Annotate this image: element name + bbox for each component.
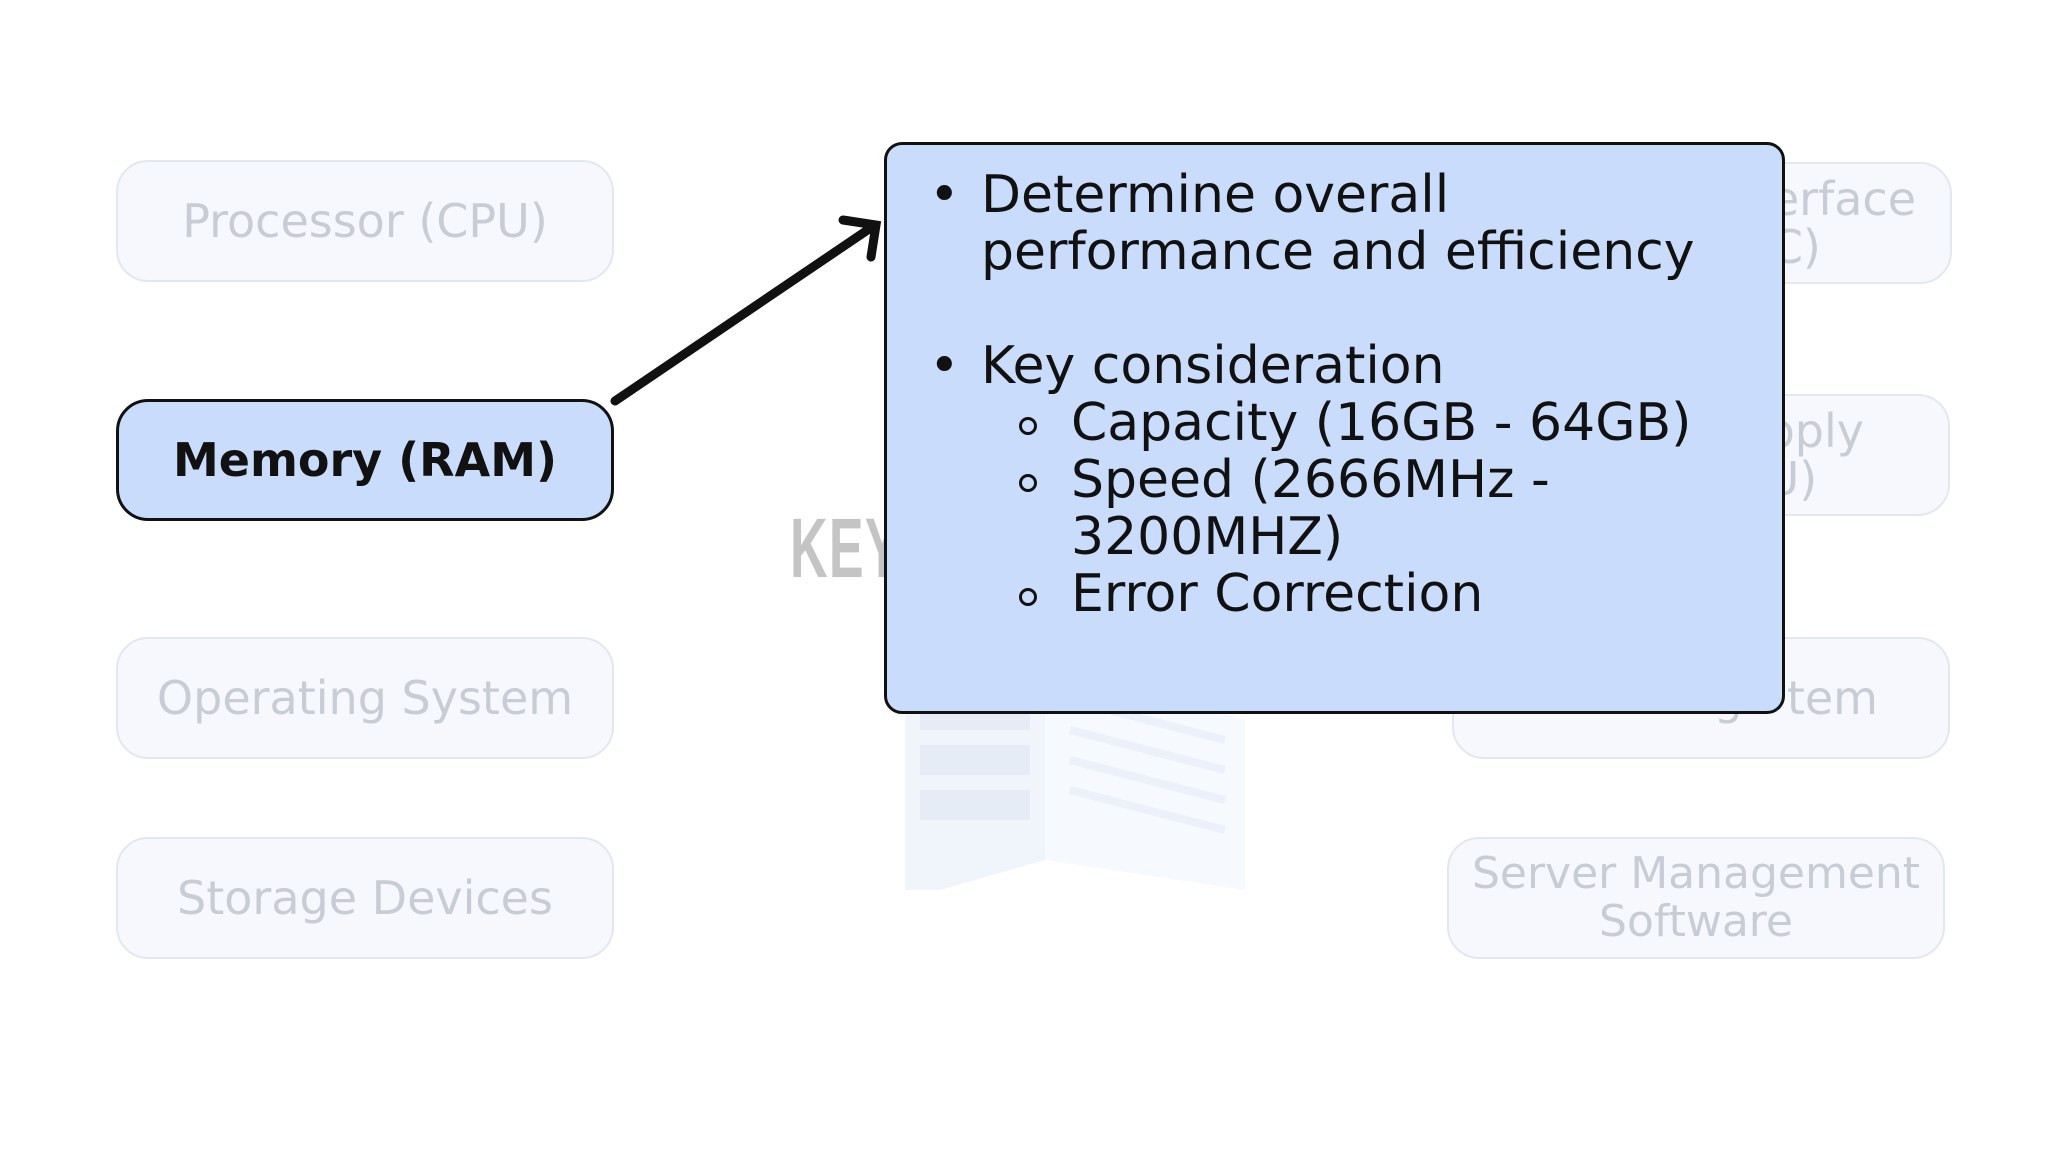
node-operating-system[interactable]: Operating System bbox=[116, 637, 614, 759]
node-server-management[interactable]: Server Management Software bbox=[1447, 837, 1945, 959]
node-operating-system-label: Operating System bbox=[156, 670, 574, 725]
node-memory[interactable]: Memory (RAM) bbox=[116, 399, 614, 521]
node-network-interface-label: erface C) bbox=[1770, 172, 1916, 274]
node-memory-label: Memory (RAM) bbox=[172, 432, 558, 487]
popup-sub-speed-text: Speed (2666MHz - 3200MHZ) bbox=[1071, 450, 1550, 567]
node-server-management-label: Server Management Software bbox=[1471, 847, 1921, 947]
node-processor-label: Processor (CPU) bbox=[182, 193, 548, 248]
watermark-title: KEY bbox=[790, 501, 901, 595]
popup-point-performance-text: Determine overall performance and effici… bbox=[981, 165, 1695, 282]
popup-point-key-consideration-text: Key consideration bbox=[981, 336, 1445, 396]
popup-sub-speed: Speed (2666MHz - 3200MHZ) bbox=[929, 452, 1742, 566]
node-storage-devices[interactable]: Storage Devices bbox=[116, 837, 614, 959]
memory-detail-popup: Determine overall performance and effici… bbox=[884, 142, 1785, 714]
popup-bullet-list: Determine overall performance and effici… bbox=[929, 167, 1742, 623]
popup-sub-error-correction-text: Error Correction bbox=[1071, 564, 1484, 624]
popup-sub-capacity-text: Capacity (16GB - 64GB) bbox=[1071, 393, 1692, 453]
node-processor[interactable]: Processor (CPU) bbox=[116, 160, 614, 282]
popup-sub-capacity: Capacity (16GB - 64GB) bbox=[929, 395, 1742, 452]
node-storage-devices-label: Storage Devices bbox=[177, 870, 553, 925]
popup-sub-error-correction: Error Correction bbox=[929, 566, 1742, 623]
popup-point-performance: Determine overall performance and effici… bbox=[929, 167, 1742, 281]
popup-point-key-consideration: Key consideration bbox=[929, 336, 1742, 396]
server-illustration-icon bbox=[905, 660, 1245, 890]
